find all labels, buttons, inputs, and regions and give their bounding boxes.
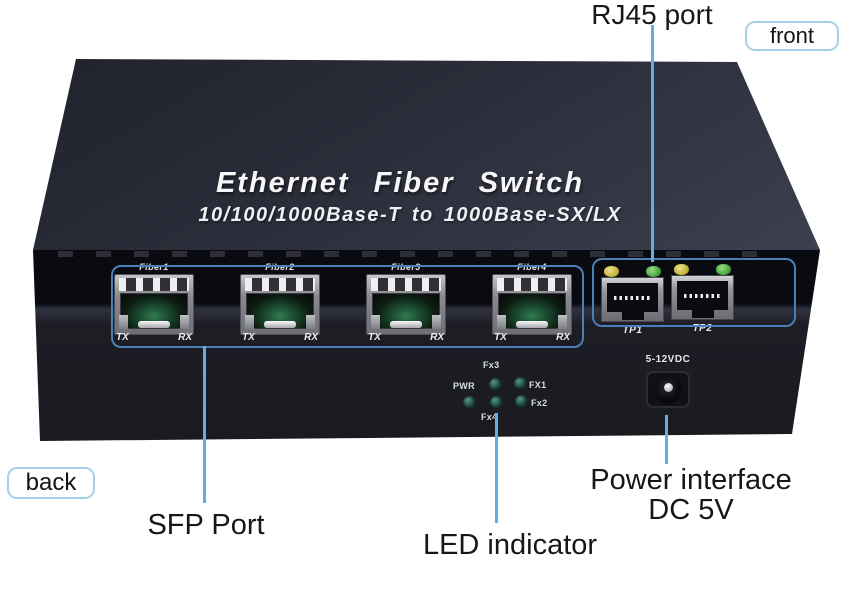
front-view-tag: front — [745, 21, 839, 51]
rj45-pins — [684, 294, 721, 299]
sfp-port-label: Fiber1 — [139, 262, 169, 272]
sfp-cage-tab — [180, 315, 189, 329]
rj45-jack-cavity — [607, 283, 658, 312]
rj45-led-yellow — [604, 266, 619, 277]
annotation-power-interface-line1: Power interface — [590, 464, 792, 496]
tx-label: TX — [368, 332, 381, 343]
sfp-cage-tab — [558, 315, 567, 329]
device-title: Ethernet Fiber Switch — [215, 167, 585, 199]
power-jack-voltage-label: 5-12VDC — [645, 354, 691, 365]
sfp-port-label: Fiber3 — [391, 262, 421, 272]
callout-line-power — [665, 415, 668, 464]
sfp-cage-tab — [432, 315, 441, 329]
led-label-fx4: Fx4 — [481, 412, 498, 422]
sfp-port-label: Fiber2 — [265, 262, 295, 272]
dc-power-jack — [646, 371, 690, 408]
sfp-latch — [138, 321, 170, 328]
tx-rx-labels: TX RX — [366, 332, 446, 343]
rx-label: RX — [304, 332, 318, 343]
sfp-cage — [240, 274, 320, 335]
status-led — [490, 396, 503, 409]
rj45-led-yellow — [674, 264, 689, 275]
dc-jack-hole — [654, 376, 682, 403]
sfp-cage-tab — [497, 315, 506, 329]
sfp-cage-slits — [119, 278, 189, 291]
sfp-cage — [114, 274, 194, 335]
rj45-jack — [671, 275, 734, 320]
rj45-led-green — [646, 266, 661, 277]
sfp-cage — [366, 274, 446, 335]
rx-label: RX — [178, 332, 192, 343]
rj45-port-tp1: TP1 — [601, 266, 664, 338]
rj45-port-label: TP1 — [622, 325, 643, 336]
rj45-led-row — [601, 266, 664, 277]
tx-rx-labels: TX RX — [492, 332, 572, 343]
callout-line-led — [495, 413, 498, 523]
sfp-ports-highlight-box — [111, 265, 584, 348]
sfp-cage — [492, 274, 572, 335]
back-view-tag: back — [7, 467, 95, 499]
sfp-cage-tab — [245, 315, 254, 329]
status-led — [514, 377, 527, 390]
led-label-fx2: Fx2 — [531, 398, 548, 408]
rx-label: RX — [556, 332, 570, 343]
sfp-cage-slits — [371, 278, 441, 291]
annotation-sfp-port: SFP Port — [147, 509, 265, 541]
sfp-port-fiber4: Fiber4 TX RX — [492, 262, 572, 348]
rj45-clip-slot — [691, 309, 714, 318]
rj45-port-tp2: TP2 — [671, 264, 734, 336]
callout-line-sfp — [203, 346, 206, 503]
led-label-fx1: FX1 — [529, 380, 547, 390]
device-subtitle: 10/100/1000Base-T to 1000Base-SX/LX — [198, 204, 622, 226]
tx-label: TX — [242, 332, 255, 343]
sfp-cage-tab — [306, 315, 315, 329]
led-label-pwr: PWR — [453, 381, 475, 391]
rj45-ports-highlight-box — [592, 258, 796, 327]
annotation-led-indicator: LED indicator — [422, 529, 598, 561]
rj45-led-row — [671, 264, 734, 275]
status-led — [489, 378, 502, 391]
tx-label: TX — [116, 332, 129, 343]
dc-jack-pin — [663, 383, 673, 393]
rj45-pins — [614, 296, 651, 301]
sfp-latch — [264, 321, 296, 328]
sfp-port-label: Fiber4 — [517, 262, 547, 272]
led-label-fx3: Fx3 — [483, 360, 500, 370]
rj45-clip-slot — [621, 311, 644, 320]
sfp-latch — [390, 321, 422, 328]
tx-rx-labels: TX RX — [240, 332, 320, 343]
sfp-port-fiber1: Fiber1 TX RX — [114, 262, 194, 348]
sfp-cage-tab — [119, 315, 128, 329]
sfp-cage-slits — [245, 278, 315, 291]
sfp-cage-slits — [497, 278, 567, 291]
status-led — [463, 396, 476, 409]
rj45-port-label: TP2 — [692, 323, 713, 334]
annotation-rj45-port: RJ45 port — [591, 0, 713, 30]
sfp-latch — [516, 321, 548, 328]
annotation-power-interface: Power interface DC 5V — [578, 465, 804, 525]
tx-label: TX — [494, 332, 507, 343]
sfp-port-fiber2: Fiber2 TX RX — [240, 262, 320, 348]
callout-line-rj45 — [651, 25, 654, 262]
front-panel-vent-slits — [58, 251, 764, 257]
rx-label: RX — [430, 332, 444, 343]
rj45-jack-cavity — [677, 281, 728, 310]
sfp-port-fiber3: Fiber3 TX RX — [366, 262, 446, 348]
rj45-led-green — [716, 264, 731, 275]
sfp-cage-tab — [371, 315, 380, 329]
tx-rx-labels: TX RX — [114, 332, 194, 343]
rj45-jack — [601, 277, 664, 322]
status-led — [515, 395, 528, 408]
annotation-power-interface-line2: DC 5V — [648, 494, 734, 526]
